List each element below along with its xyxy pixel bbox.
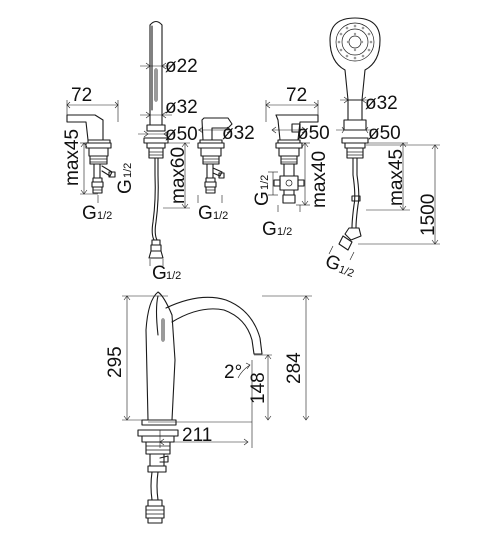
main-spout-drawing bbox=[122, 291, 312, 524]
shower-max-label: max45 bbox=[386, 149, 407, 206]
middle-handle-drawing bbox=[197, 117, 233, 203]
diverter-dia-label: ø50 bbox=[297, 123, 330, 144]
dimension-labels: 72 max45 G 1/2 G 1/2 ø22 ø32 ø50 max60 G… bbox=[62, 56, 439, 446]
diverter-width-label: 72 bbox=[286, 85, 307, 106]
main-angle-label: 2° bbox=[224, 362, 242, 383]
main-inner-height-label: 148 bbox=[248, 372, 269, 404]
diverter-bottom-thread-frac: 1/2 bbox=[277, 226, 292, 238]
spout-dia-mid-label: ø32 bbox=[165, 97, 198, 118]
shower-dia-base-label: ø50 bbox=[368, 123, 401, 144]
shower-thread-frac: 1/2 bbox=[337, 264, 355, 281]
diverter-max-label: max40 bbox=[309, 151, 330, 208]
left-side-thread-g: G bbox=[115, 179, 136, 194]
hand-shower-drawing bbox=[328, 17, 440, 261]
spout-max-label: max60 bbox=[168, 147, 189, 204]
shower-nozzles bbox=[337, 24, 373, 60]
left-max-label: max45 bbox=[62, 129, 83, 186]
left-thread-g: G bbox=[82, 203, 97, 224]
main-reach-label: 211 bbox=[182, 425, 212, 446]
spout-dia-base-label: ø50 bbox=[165, 124, 198, 145]
diverter-side-thread-g: G bbox=[252, 191, 273, 206]
middle-dia-label: ø32 bbox=[222, 123, 255, 144]
middle-thread-g: G bbox=[198, 203, 213, 224]
shower-hose-length-label: 1500 bbox=[418, 194, 439, 236]
left-handle-drawing bbox=[66, 100, 119, 203]
left-width-label: 72 bbox=[71, 85, 92, 106]
diverter-drawing bbox=[265, 100, 319, 212]
main-height-label: 295 bbox=[105, 346, 126, 378]
shower-thread-g: G bbox=[322, 251, 343, 276]
spout-drawing bbox=[138, 20, 190, 266]
spout-dia-top-label: ø22 bbox=[165, 56, 198, 77]
middle-thread-frac: 1/2 bbox=[213, 210, 228, 222]
spout-hose-g: G bbox=[152, 263, 167, 284]
left-side-thread-frac: 1/2 bbox=[122, 163, 134, 178]
main-outlet-height-label: 284 bbox=[284, 352, 305, 384]
spout-hose-frac: 1/2 bbox=[166, 270, 181, 282]
diverter-side-thread-frac: 1/2 bbox=[259, 175, 271, 190]
left-thread-frac: 1/2 bbox=[97, 210, 112, 222]
shower-dia-mid-label: ø32 bbox=[365, 93, 398, 114]
diverter-bottom-thread-g: G bbox=[262, 219, 277, 240]
